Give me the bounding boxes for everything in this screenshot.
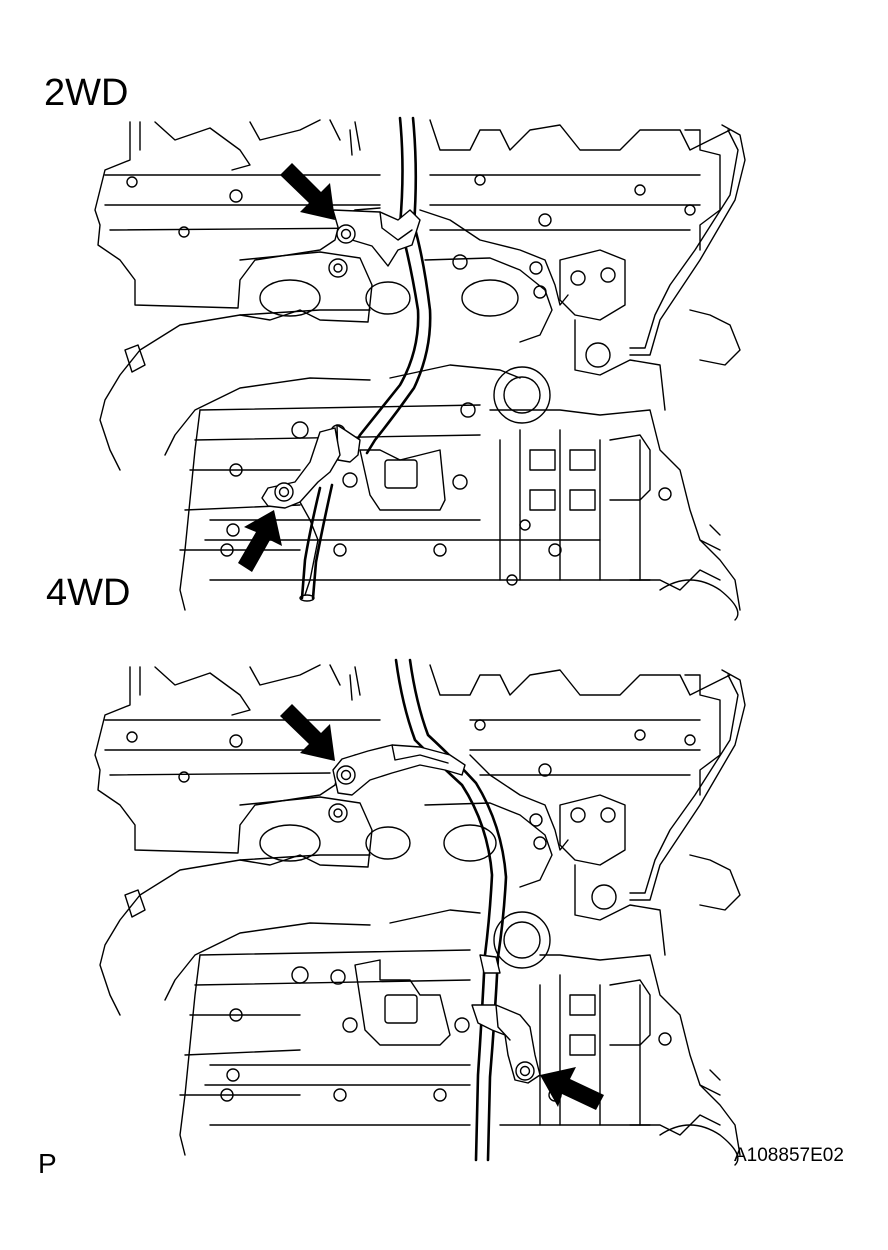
upper-bolt-arrow-4wd [280, 704, 335, 761]
page-marker: P [38, 1148, 57, 1179]
variant-label-2wd: 2WD [44, 72, 129, 114]
variant-label-4wd: 4WD [46, 572, 131, 614]
upper-bolt-arrow-2wd [280, 163, 335, 220]
lower-bolt-arrow-4wd [540, 1067, 604, 1110]
lower-bolt-arrow-2wd [238, 510, 282, 572]
engine-illustration-4wd [94, 658, 746, 1166]
engine-illustration-2wd [94, 116, 746, 621]
figure-id: A108857E02 [734, 1145, 844, 1166]
harness-bracket-2wd [261, 116, 432, 602]
bracket-bolt-upper-2wd [336, 224, 356, 244]
bracket-bolt-upper-4wd [336, 765, 356, 785]
bracket-bolt-lower-4wd [515, 1061, 535, 1081]
bracket-bolt-lower-2wd [274, 482, 294, 502]
engine-block-outline-4wd [94, 664, 746, 1166]
